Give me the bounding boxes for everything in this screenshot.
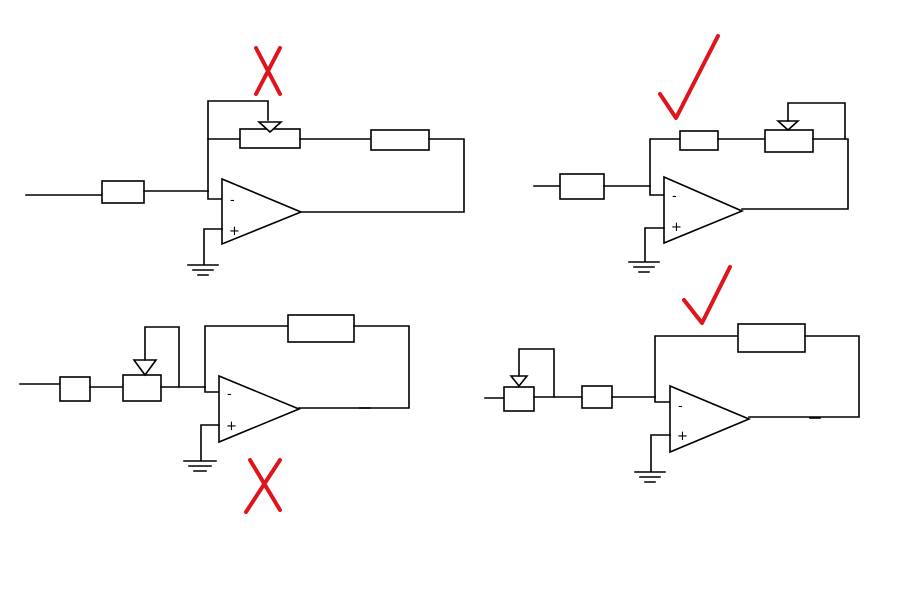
feedback-potentiometer — [764, 129, 814, 153]
feedback-resistor — [737, 323, 806, 353]
ground-symbol — [634, 471, 666, 483]
circuit-top-left: - + — [25, 100, 465, 276]
inverting-input-label: - — [227, 387, 232, 402]
ground-symbol — [628, 261, 660, 273]
inverting-input-label: - — [672, 189, 677, 204]
op-amp — [663, 175, 745, 245]
potentiometer-wiper-arrow — [132, 359, 158, 377]
input-resistor — [559, 173, 605, 200]
input-potentiometer — [503, 386, 535, 412]
check-mark-top-right — [658, 34, 720, 120]
potentiometer-wiper-arrow — [775, 120, 801, 132]
feedback-resistor — [679, 130, 719, 151]
input-resistor — [101, 180, 145, 204]
input-resistor — [59, 376, 91, 402]
circuit-bottom-left: - + — [19, 314, 410, 472]
feedback-resistor — [287, 314, 355, 343]
cross-mark-top-left — [254, 46, 282, 96]
ground-symbol — [183, 460, 217, 472]
op-amp — [221, 177, 304, 246]
feedback-resistor — [370, 129, 430, 151]
input-resistor — [581, 385, 613, 409]
potentiometer-wiper-arrow — [256, 121, 284, 134]
check-mark-bottom-right — [682, 265, 732, 325]
non-inverting-input-label: + — [229, 224, 240, 239]
inverting-input-label: - — [678, 399, 683, 414]
inverting-input-label: - — [230, 193, 235, 208]
cross-mark-bottom-left — [244, 458, 282, 514]
non-inverting-input-label: + — [677, 429, 688, 444]
potentiometer-wiper-arrow — [509, 375, 529, 388]
op-amp — [218, 374, 302, 444]
ground-symbol — [187, 264, 219, 276]
circuit-top-right: - + — [533, 102, 849, 273]
non-inverting-input-label: + — [226, 419, 237, 434]
input-potentiometer — [122, 374, 162, 402]
op-amp — [669, 384, 752, 454]
circuit-bottom-right: - + — [484, 323, 860, 483]
non-inverting-input-label: + — [671, 220, 682, 235]
